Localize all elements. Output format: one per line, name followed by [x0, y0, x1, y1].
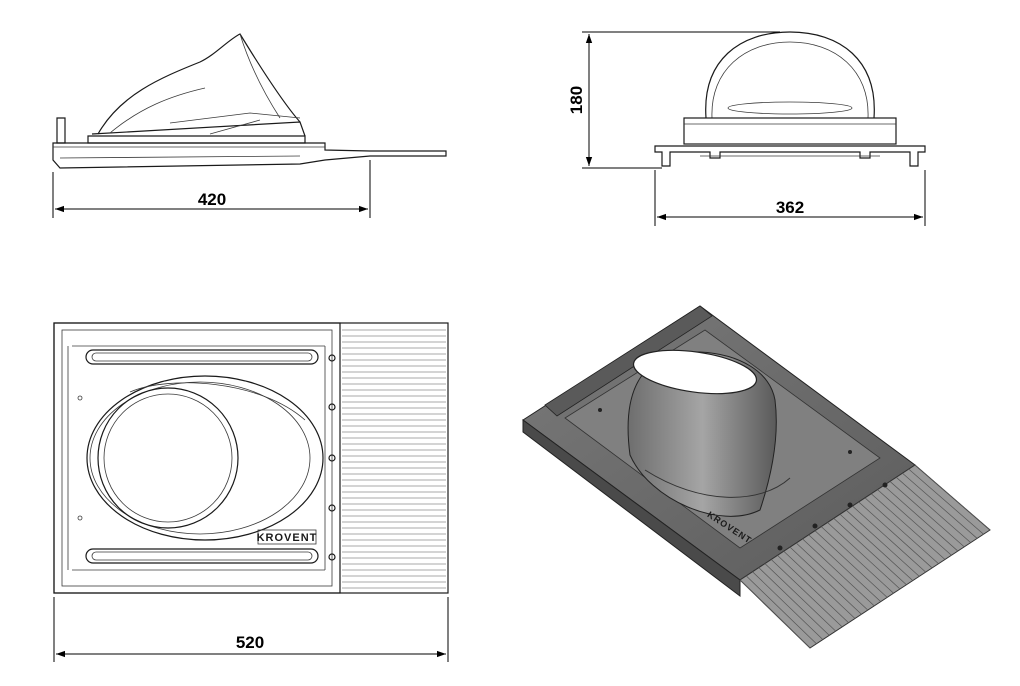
top-view: KROVENT 520 — [53, 322, 449, 662]
dim-front-height: 180 — [567, 86, 586, 114]
iso-corrugated-flap — [739, 464, 991, 649]
front-view: 180 362 — [567, 31, 926, 226]
side-view: 420 — [52, 33, 447, 218]
corrugated-flap — [342, 329, 446, 589]
iso-view: KROVENT — [522, 305, 991, 649]
dim-top-length: 520 — [236, 633, 264, 652]
dim-front-width: 362 — [776, 198, 804, 217]
brand-label-top: KROVENT — [257, 532, 318, 544]
dim-side-length: 420 — [198, 190, 226, 209]
